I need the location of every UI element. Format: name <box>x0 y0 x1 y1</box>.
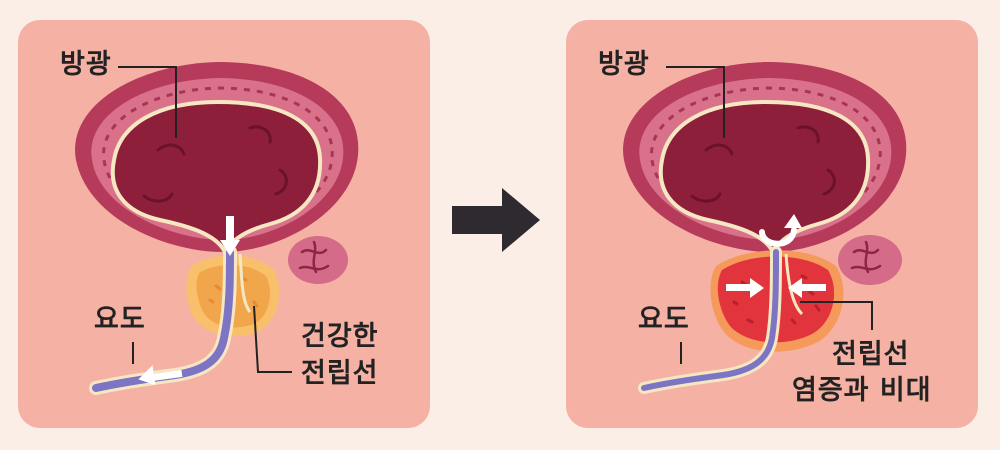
curved-arrow-icon <box>759 214 802 247</box>
urethra-label: 요도 <box>638 304 690 335</box>
healthy-illustration <box>75 62 359 395</box>
enlarged-illustration <box>623 62 907 394</box>
bladder-label: 방광 <box>60 49 112 80</box>
prostate-label-line2: 염증과 비대 <box>792 375 932 406</box>
white-arrow-icon <box>788 278 826 298</box>
white-arrow-icon <box>726 278 764 298</box>
prostate-label-line1: 전립선 <box>832 339 910 370</box>
bladder-lumen <box>110 99 323 257</box>
seminal-vesicle <box>838 235 902 285</box>
enlarged-panel: 방광 요도 전립선 염증과 비대 <box>566 20 978 428</box>
bladder-label: 방광 <box>598 49 650 80</box>
prostate-label-line2: 전립선 <box>301 358 379 389</box>
seminal-vesicle <box>288 236 348 284</box>
urethra <box>89 245 252 395</box>
urethra <box>638 246 804 394</box>
white-arrow-icon <box>138 365 183 386</box>
healthy-panel: 방광 요도 건강한 전립선 <box>18 20 430 428</box>
bladder-lumen <box>658 99 871 257</box>
prostate-label-line1: 건강한 <box>301 321 379 352</box>
right-arrow-icon <box>452 188 540 252</box>
white-arrow-icon <box>220 216 240 256</box>
urethra-label: 요도 <box>94 304 146 335</box>
